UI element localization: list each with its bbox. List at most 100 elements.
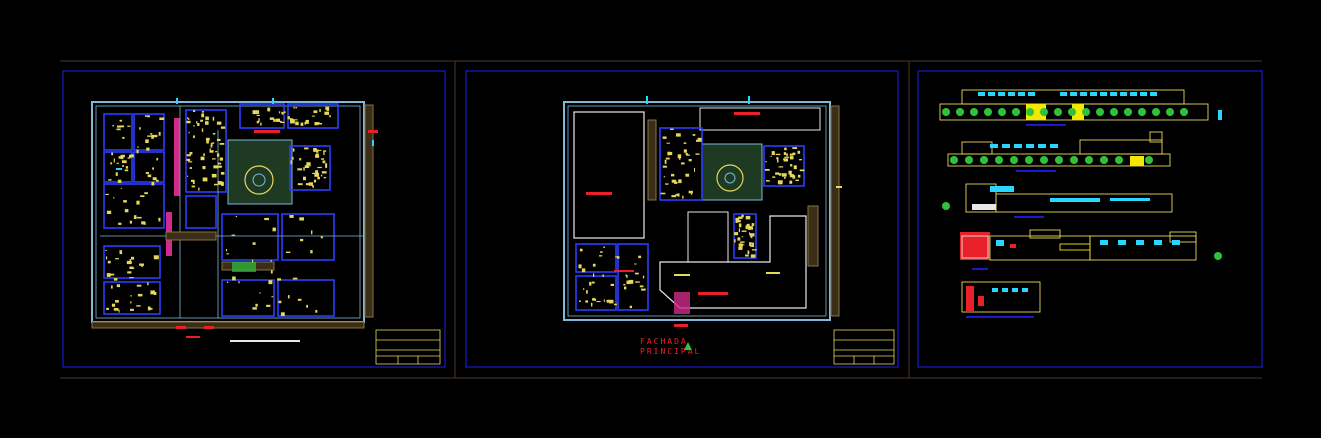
furniture-mark xyxy=(205,137,210,141)
furniture-mark xyxy=(747,225,751,230)
furniture-mark xyxy=(783,158,788,162)
elevation-part xyxy=(1110,198,1150,201)
elevation-part xyxy=(1080,92,1087,96)
elevation-part xyxy=(1172,240,1180,245)
elevation-part xyxy=(961,141,993,155)
tree-mark xyxy=(1054,108,1062,116)
furniture-mark xyxy=(211,173,217,178)
furniture-mark xyxy=(606,299,610,302)
elevation-part xyxy=(1089,235,1197,261)
furniture-mark xyxy=(268,280,273,285)
elevation-part xyxy=(1120,92,1127,96)
elevation-part xyxy=(1100,92,1107,96)
furniture-mark xyxy=(688,159,692,162)
furniture-mark xyxy=(124,169,129,172)
furniture-mark xyxy=(671,195,677,198)
elevation-part xyxy=(978,296,984,306)
furniture-mark xyxy=(113,278,118,281)
furniture-mark xyxy=(784,147,787,151)
furniture-mark xyxy=(788,170,792,175)
furniture-mark xyxy=(748,223,750,228)
furniture-mark xyxy=(683,149,687,153)
furniture-mark xyxy=(305,183,311,186)
furniture-mark xyxy=(304,165,310,168)
tree-mark xyxy=(1082,108,1090,116)
furniture-mark xyxy=(314,122,319,126)
furniture-mark xyxy=(120,157,124,160)
furniture-mark xyxy=(216,153,220,157)
furniture-mark xyxy=(129,220,132,224)
furniture-mark xyxy=(147,135,152,137)
tree-mark xyxy=(1025,156,1033,164)
furniture-mark xyxy=(117,179,122,183)
furniture-mark xyxy=(639,285,644,288)
furniture-mark xyxy=(105,256,108,260)
furniture-mark xyxy=(775,153,781,156)
furniture-mark xyxy=(115,258,119,260)
elevation-part xyxy=(1002,288,1008,292)
elevation-part xyxy=(1002,144,1010,148)
furniture-mark xyxy=(272,227,276,232)
furniture-mark xyxy=(320,174,323,177)
furniture-mark xyxy=(225,249,228,252)
elevation-part xyxy=(961,281,1041,313)
furniture-mark xyxy=(784,156,790,158)
furniture-mark xyxy=(119,250,123,255)
furniture-mark xyxy=(681,162,685,165)
tree-mark xyxy=(1040,108,1048,116)
furniture-mark xyxy=(193,125,195,127)
furniture-mark xyxy=(252,259,254,263)
furniture-mark xyxy=(129,277,134,279)
furniture-mark xyxy=(315,170,319,175)
furniture-mark xyxy=(252,242,256,245)
fachada-principal-label-line2: PRINCIPAL xyxy=(640,347,701,356)
furniture-mark xyxy=(325,166,328,168)
furniture-mark xyxy=(675,193,679,196)
furniture-mark xyxy=(662,165,667,168)
furniture-mark xyxy=(277,278,281,281)
furniture-mark xyxy=(776,157,779,160)
furniture-mark xyxy=(608,299,614,304)
furniture-mark xyxy=(113,158,115,163)
elevation-part xyxy=(1026,104,1046,120)
furniture-mark xyxy=(147,306,151,311)
furniture-mark xyxy=(137,293,143,297)
furniture-mark xyxy=(256,110,260,114)
furniture-mark xyxy=(315,122,320,124)
furniture-mark xyxy=(663,176,666,178)
furniture-mark xyxy=(617,256,620,259)
furniture-mark xyxy=(217,165,222,168)
fachada-principal-label-line1: FACHADA xyxy=(640,337,688,346)
furniture-mark xyxy=(677,154,682,159)
furniture-mark xyxy=(789,180,793,184)
furniture-mark xyxy=(315,310,318,313)
furniture-mark xyxy=(784,177,786,179)
furniture-mark xyxy=(772,176,776,178)
furniture-mark xyxy=(795,179,799,181)
furniture-mark xyxy=(778,166,784,168)
furniture-mark xyxy=(688,190,693,194)
furniture-mark xyxy=(751,243,754,247)
furniture-mark xyxy=(738,247,743,250)
furniture-mark xyxy=(271,296,274,298)
elevation-part xyxy=(992,288,998,292)
furniture-mark xyxy=(690,191,693,195)
furniture-mark xyxy=(770,155,772,157)
furniture-mark xyxy=(205,121,209,125)
furniture-mark xyxy=(196,121,198,124)
furniture-mark xyxy=(678,179,682,184)
elevation-part xyxy=(1059,243,1091,251)
elevation-part xyxy=(1010,244,1016,248)
furniture-mark xyxy=(666,142,671,144)
furniture-mark xyxy=(629,305,632,309)
furniture-mark xyxy=(205,116,209,121)
furniture-mark xyxy=(789,153,794,156)
elevation-part xyxy=(1014,144,1022,148)
furniture-mark xyxy=(197,123,200,126)
furniture-mark xyxy=(293,106,295,109)
furniture-mark xyxy=(792,147,798,149)
furniture-mark xyxy=(603,299,605,302)
furniture-mark xyxy=(667,151,670,156)
